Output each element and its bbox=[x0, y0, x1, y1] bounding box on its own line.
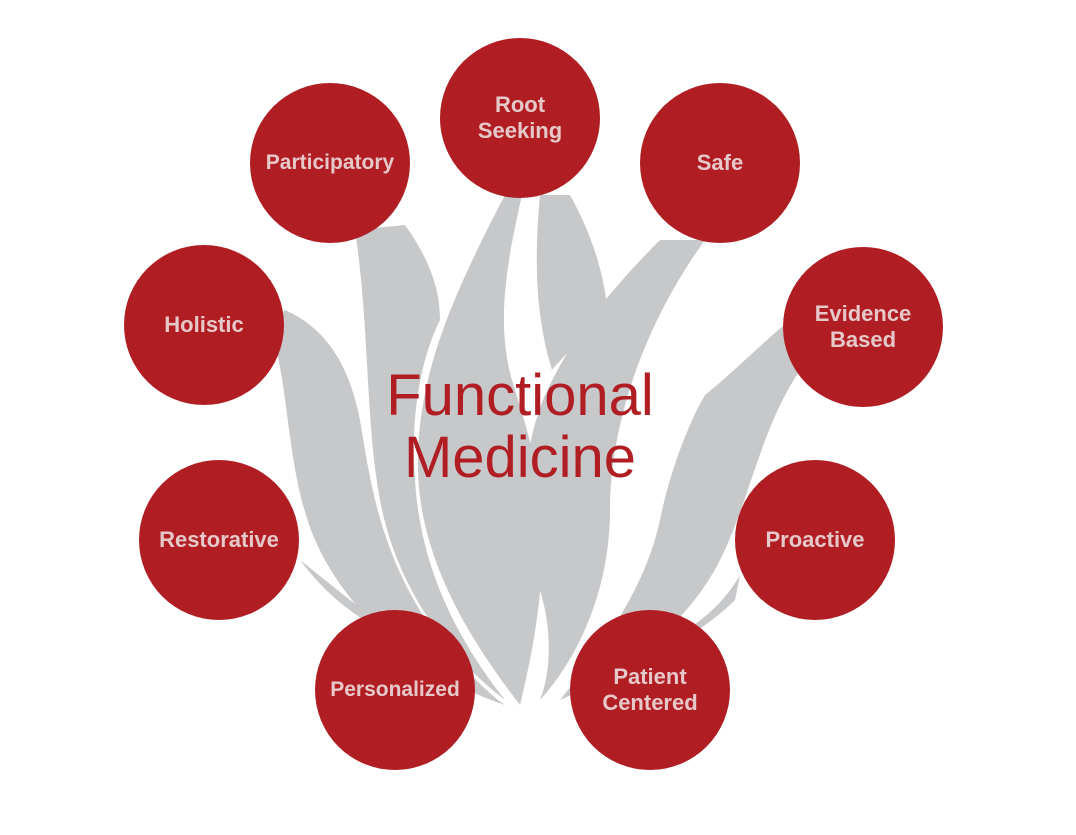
node-personalized: Personalized bbox=[315, 610, 475, 770]
petal-evidence bbox=[560, 320, 800, 700]
node-restorative: Restorative bbox=[139, 460, 299, 620]
node-root-seeking: Root Seeking bbox=[440, 38, 600, 198]
petal-root-left bbox=[417, 195, 543, 705]
petal-safe bbox=[525, 240, 705, 700]
node-evidence-based: Evidence Based bbox=[783, 247, 943, 407]
title-line-2: Medicine bbox=[403, 425, 637, 490]
diagram-title: Functional Medicine bbox=[330, 365, 710, 489]
node-participatory: Participatory bbox=[250, 83, 410, 243]
node-patient-centered: Patient Centered bbox=[570, 610, 730, 770]
node-holistic: Holistic bbox=[124, 245, 284, 405]
node-safe: Safe bbox=[640, 83, 800, 243]
petal-participatory bbox=[355, 225, 505, 700]
node-proactive: Proactive bbox=[735, 460, 895, 620]
title-line-1: Functional bbox=[386, 363, 654, 428]
petal-holistic bbox=[270, 310, 505, 705]
